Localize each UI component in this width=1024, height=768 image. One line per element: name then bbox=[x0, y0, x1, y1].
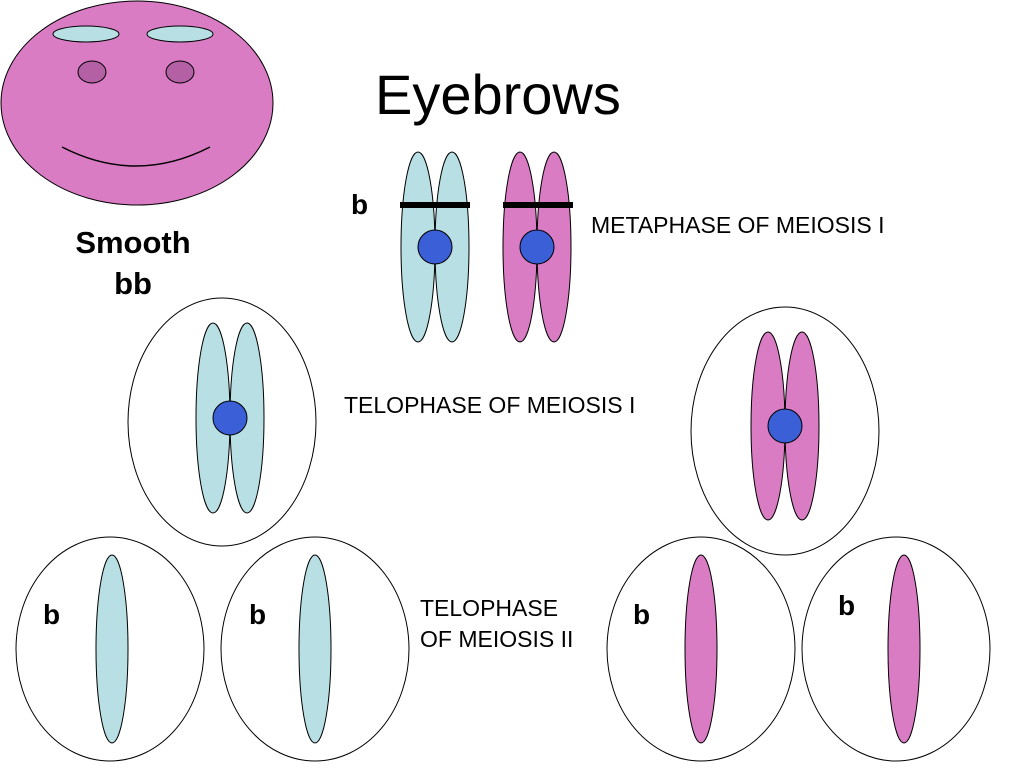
allele-label-cell-4: b bbox=[838, 590, 856, 621]
mouth bbox=[61, 146, 211, 167]
left-eye bbox=[77, 60, 107, 84]
telophase2-cell-4 bbox=[801, 536, 991, 762]
centromere-icon bbox=[417, 229, 453, 265]
centromere-icon bbox=[767, 408, 803, 444]
right-eyebrow bbox=[146, 25, 214, 43]
face-icon bbox=[0, 0, 274, 206]
chromosome-icon bbox=[684, 554, 718, 744]
allele-label-cell-1: b bbox=[43, 599, 61, 630]
telophase-1-label: TELOPHASE OF MEIOSIS I bbox=[344, 392, 636, 418]
genotype-label: bb bbox=[114, 266, 152, 301]
phenotype-label: Smooth bbox=[75, 225, 191, 260]
left-eyebrow bbox=[52, 25, 120, 43]
telophase1-cell-right bbox=[690, 306, 880, 556]
metaphase-blue-chromosome bbox=[400, 151, 470, 343]
metaphase-pink-chromosome bbox=[502, 151, 573, 343]
centromere-icon bbox=[212, 400, 248, 436]
telophase-2-label-line2: OF MEIOSIS II bbox=[420, 626, 574, 652]
telophase1-cell-left bbox=[127, 297, 317, 547]
trait-label: Smooth bb bbox=[40, 222, 226, 304]
allele-label-cell-2: b bbox=[249, 599, 267, 630]
telophase2-cell-1 bbox=[15, 536, 205, 762]
chromosome-icon bbox=[298, 554, 332, 744]
allele-label-cell-3: b bbox=[633, 599, 651, 630]
telophase2-cell-3 bbox=[606, 536, 796, 762]
centromere-icon bbox=[519, 229, 555, 265]
telophase-2-label-line1: TELOPHASE bbox=[420, 595, 559, 621]
allele-band bbox=[400, 202, 470, 208]
page-title: Eyebrows bbox=[375, 63, 621, 126]
right-eye bbox=[165, 60, 195, 84]
chromosome-icon bbox=[887, 554, 921, 744]
allele-label-metaphase: b bbox=[351, 189, 369, 220]
metaphase-1-label: METAPHASE OF MEIOSIS I bbox=[591, 212, 885, 238]
chromosome-icon bbox=[95, 554, 129, 744]
telophase-2-label: TELOPHASE OF MEIOSIS II bbox=[420, 593, 573, 655]
allele-band bbox=[503, 202, 573, 208]
telophase2-cell-2 bbox=[220, 536, 410, 762]
